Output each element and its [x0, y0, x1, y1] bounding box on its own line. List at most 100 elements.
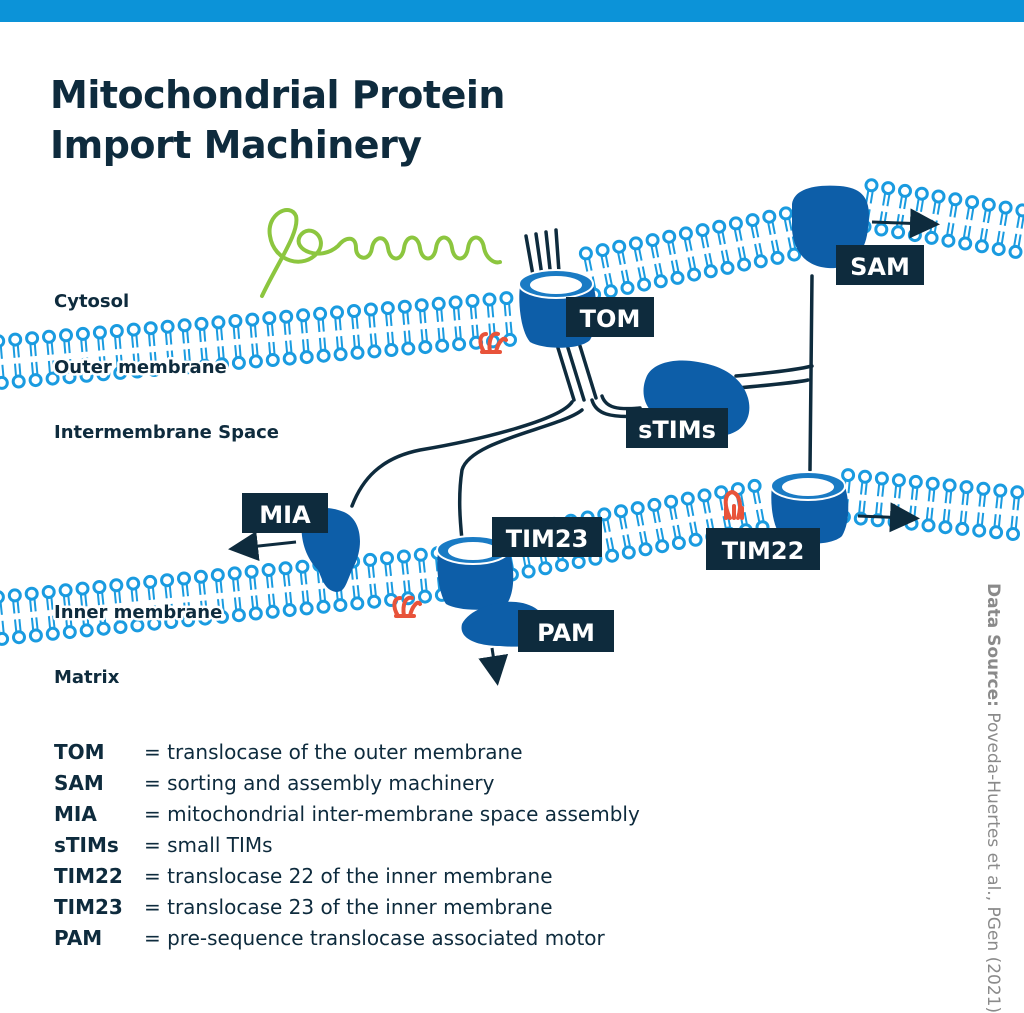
lipid-head — [380, 301, 395, 316]
lipid-tail — [503, 302, 507, 317]
lipid-head — [499, 291, 514, 306]
lipid-tail — [249, 324, 253, 338]
lipid-head — [396, 549, 411, 564]
lipid-head — [147, 616, 162, 631]
lipid-tail — [862, 500, 866, 515]
lipid-tail — [788, 217, 793, 231]
lipid-tail — [420, 329, 424, 343]
lipid-head — [703, 264, 718, 279]
lipid-tail — [285, 340, 289, 355]
lipid-tail — [962, 225, 967, 239]
lipid-head — [712, 219, 727, 234]
lipid-tail — [232, 325, 236, 340]
lipid-tail — [437, 327, 441, 342]
lipid-head — [414, 298, 429, 313]
outer-membrane-bilayer — [0, 178, 1024, 390]
stims-label-text: sTIMs — [638, 416, 716, 444]
lipid-tail — [352, 335, 356, 349]
lipid-tail — [151, 586, 156, 600]
lipid-head — [714, 485, 729, 500]
lipid-tail — [725, 249, 730, 264]
lipid-tail — [930, 507, 934, 522]
mia-export-arrow — [228, 531, 297, 561]
lipid-head — [299, 601, 314, 616]
lipid-tail — [164, 331, 168, 345]
lipid-head — [630, 501, 645, 516]
lipid-tail — [181, 583, 185, 597]
lipid-tail — [993, 514, 997, 528]
lipid-tail — [265, 574, 270, 589]
legend-item: sTIMs= small TIMs — [54, 830, 640, 861]
lipid-tail — [670, 260, 676, 275]
lipid-head — [265, 604, 280, 619]
lipid-tail — [604, 253, 610, 268]
lipid-tail — [685, 503, 690, 517]
lipid-tail — [317, 318, 321, 333]
lipid-tail — [219, 579, 223, 593]
lipid-head — [215, 609, 229, 624]
lipid-head — [908, 474, 923, 489]
lipid-tail — [633, 248, 639, 262]
lipid-tail — [255, 595, 259, 609]
lipid-tail — [895, 214, 900, 228]
lipid-tail — [384, 562, 388, 577]
lipid-tail — [743, 512, 749, 526]
lipid-tail — [961, 491, 965, 505]
lipid-tail — [704, 253, 709, 268]
lipid-tail — [982, 208, 987, 223]
lipid-head — [655, 539, 670, 554]
lipid-tail — [424, 328, 429, 343]
lipid-tail — [621, 250, 626, 265]
lipid-head — [248, 354, 263, 369]
lipid-tail — [47, 616, 52, 630]
sam-export-arrow — [871, 208, 940, 239]
legend-abbreviation: TIM22 — [54, 864, 123, 888]
lipid-tail — [1010, 515, 1014, 530]
lipid-head — [671, 536, 686, 550]
lipid-tail — [639, 531, 644, 546]
lipid-tail — [30, 362, 35, 376]
lipid-tail — [238, 597, 242, 611]
lipid-tail — [982, 493, 987, 508]
legend-abbreviation: TOM — [54, 740, 105, 764]
lipid-tail — [372, 313, 376, 328]
lipid-head — [974, 239, 989, 254]
lipid-head — [891, 473, 906, 488]
lipid-tail — [169, 330, 173, 345]
lipid-tail — [183, 349, 187, 363]
lipid-tail — [115, 355, 119, 369]
lipid-head — [295, 559, 310, 574]
legend-definition: = translocase of the outer membrane — [144, 740, 523, 764]
lipid-head — [645, 233, 660, 248]
lipid-tail — [967, 225, 972, 240]
lipid-tail — [675, 259, 680, 274]
lipid-head — [1006, 527, 1020, 541]
lipid-tail — [300, 319, 304, 334]
data-source-label: Data Source: — [983, 583, 1003, 707]
lipid-tail — [469, 305, 473, 320]
lipid-tail — [1016, 496, 1020, 511]
lipid-head — [147, 363, 162, 377]
lipid-head — [181, 613, 196, 628]
lipid-head — [858, 469, 872, 484]
lipid-tail — [118, 335, 122, 349]
legend-abbreviation: TIM23 — [54, 895, 123, 919]
lipid-tail — [322, 588, 327, 603]
tim22-export-arrow — [857, 502, 920, 533]
lipid-tail — [847, 479, 851, 494]
lipid-head — [921, 518, 936, 533]
lipid-head — [418, 589, 432, 604]
lipid-tail — [689, 522, 694, 536]
lipid-tail — [995, 494, 999, 509]
lipid-head — [92, 325, 107, 340]
lipid-tail — [643, 531, 648, 545]
lipid-tail — [79, 593, 84, 607]
lipid-tail — [474, 305, 478, 319]
lipid-tail — [756, 489, 762, 504]
lipid-tail — [963, 511, 968, 525]
lipid-head — [45, 626, 60, 641]
lipid-head — [538, 561, 553, 576]
lipid-tail — [253, 575, 257, 590]
lipid-tail — [673, 505, 678, 520]
legend-definition: = translocase 22 of the inner membrane — [144, 864, 553, 888]
